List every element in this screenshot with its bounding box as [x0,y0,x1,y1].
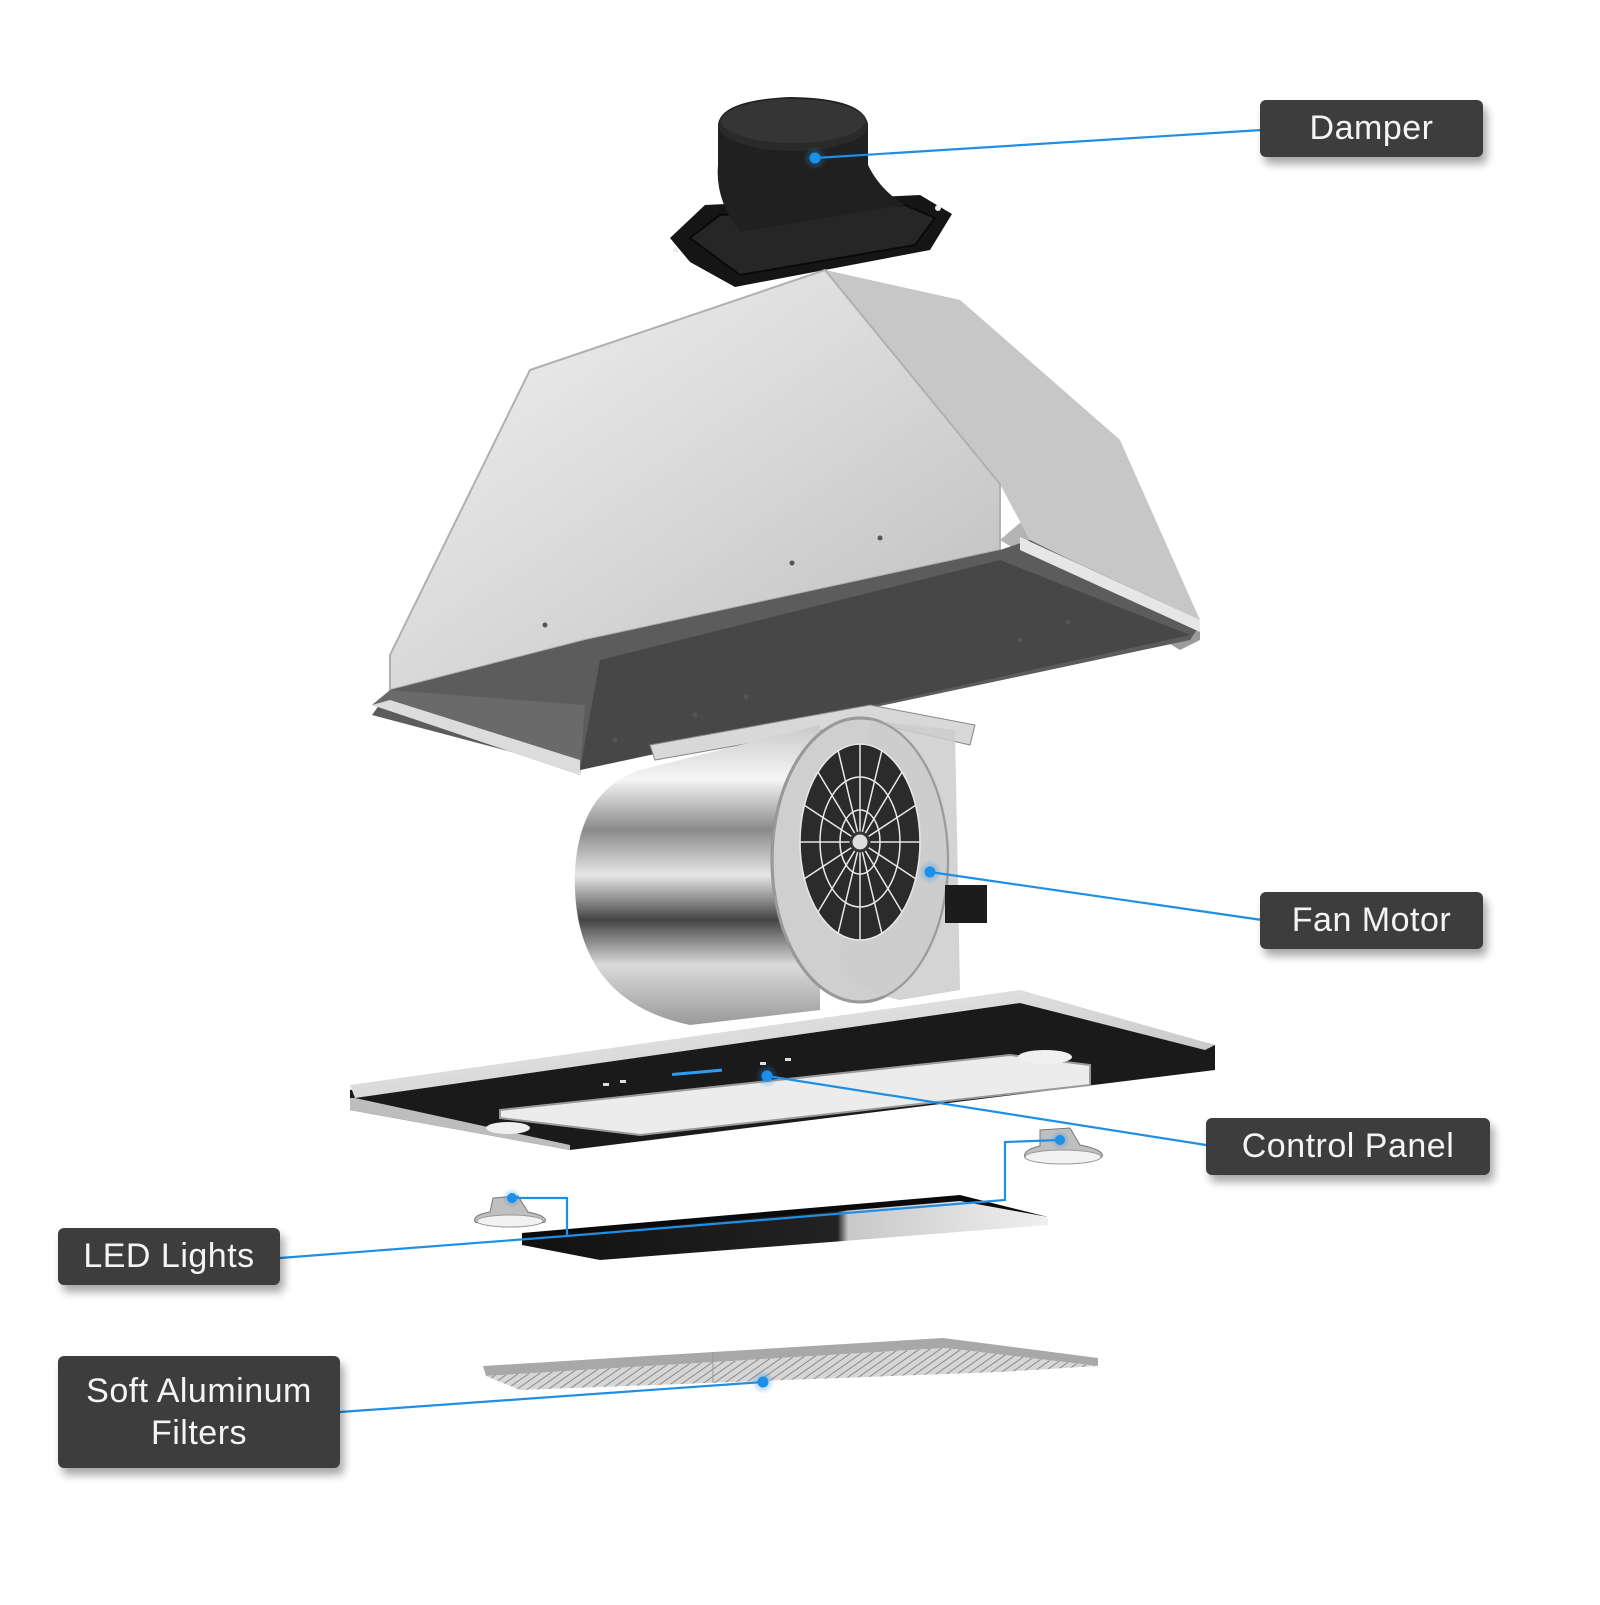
led-lights-label: LED Lights [58,1228,280,1285]
control-panel-label: Control Panel [1206,1118,1490,1175]
hood-body-part [372,268,1200,775]
led-lights-label-text: LED Lights [83,1237,255,1276]
led-lights-leader-right [566,1138,1061,1238]
fan-motor-label: Fan Motor [1260,892,1483,949]
damper-label-text: Damper [1309,109,1434,148]
filters-leader [339,1380,764,1414]
led-light-left-part [474,1195,546,1228]
damper-leader [814,128,1263,160]
damper-part [670,97,952,287]
filters-label-line2: Filters [150,1414,248,1452]
control-panel-part [350,990,1215,1150]
control-panel-label-text: Control Panel [1241,1127,1455,1166]
filters-label-line1: Soft Aluminum [86,1371,312,1410]
fan-motor-part [574,704,987,1025]
filters-label: Soft Aluminum Filters [58,1356,340,1468]
fan-motor-label-text: Fan Motor [1291,901,1452,940]
damper-label: Damper [1260,100,1483,157]
fan-motor-leader [929,870,1263,922]
leader-lines [279,128,1263,1414]
callout-dots [502,146,1070,1394]
led-lights-leader [279,1196,569,1260]
control-panel-leader [766,1074,1207,1147]
glass-panel-part [522,1195,1048,1260]
aluminum-filters-part [483,1338,1098,1390]
